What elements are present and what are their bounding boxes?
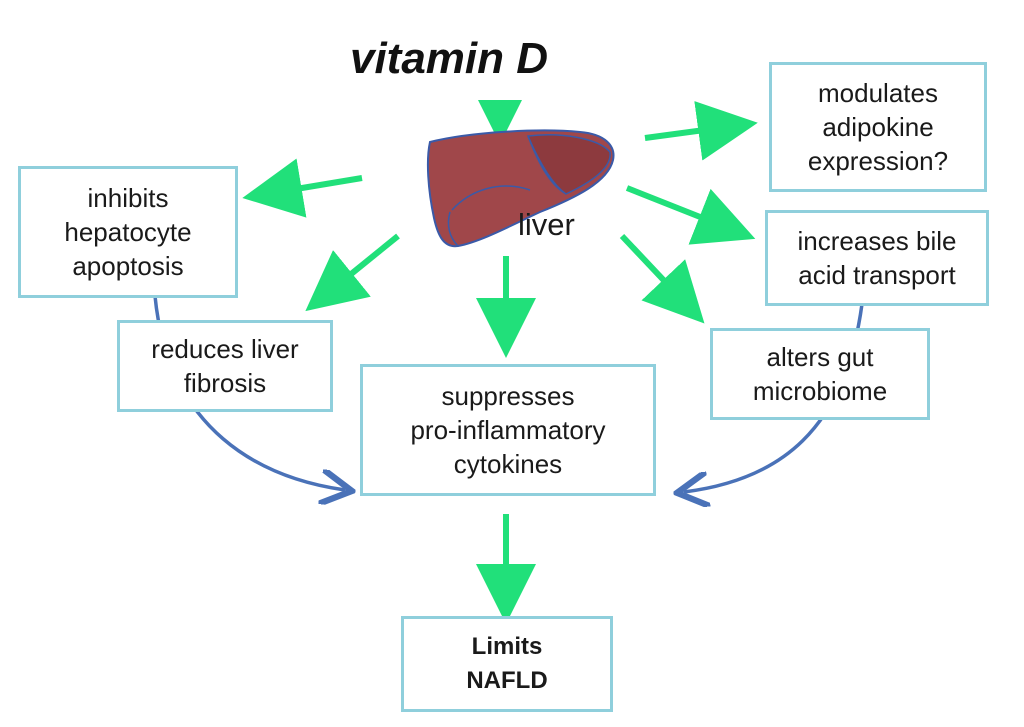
arrow-liver-to-apoptosis	[242, 158, 363, 218]
box-apoptosis-line-1: inhibits	[87, 183, 169, 213]
box-gut-line-2: microbiome	[752, 376, 888, 406]
diagram-title: vitamin D	[322, 18, 576, 100]
arrow-liver-to-gut	[619, 233, 705, 324]
box-fibrosis: reduces liver fibrosis	[117, 320, 333, 412]
box-outcome-line-2: NAFLD	[466, 667, 548, 694]
box-cytokines-line-3: cytokines	[453, 449, 563, 479]
box-bile: increases bile acid transport	[765, 210, 989, 306]
arrow-liver-to-adipokine	[644, 101, 758, 161]
arrow-liver-to-bile	[625, 185, 756, 245]
box-adipokine: modulates adipokine expression?	[769, 62, 987, 192]
box-outcome: Limits NAFLD	[401, 616, 613, 712]
box-adipokine-line-3: expression?	[807, 146, 949, 176]
box-apoptosis-line-2: hepatocyte	[64, 217, 192, 247]
box-fibrosis-line-1: reduces liver	[151, 334, 299, 364]
box-cytokines: suppresses pro-inflammatory cytokines	[360, 364, 656, 496]
box-outcome-line-1: Limits	[471, 633, 543, 660]
box-adipokine-line-2: adipokine	[822, 112, 934, 142]
box-bile-line-2: acid transport	[798, 260, 956, 290]
box-gut: alters gut microbiome	[710, 328, 930, 420]
box-gut-line-1: alters gut	[766, 342, 874, 372]
box-fibrosis-line-2: fibrosis	[183, 368, 267, 398]
arrow-liver-to-fibrosis	[305, 233, 400, 312]
box-adipokine-line-1: modulates	[818, 78, 938, 108]
box-bile-line-1: increases bile	[797, 226, 957, 256]
box-cytokines-line-1: suppresses	[441, 381, 575, 411]
liver-icon	[426, 129, 615, 248]
liver-label: liver	[518, 207, 575, 242]
box-apoptosis-line-3: apoptosis	[72, 251, 184, 281]
box-cytokines-line-2: pro-inflammatory	[410, 415, 606, 445]
box-apoptosis: inhibits hepatocyte apoptosis	[18, 166, 238, 298]
